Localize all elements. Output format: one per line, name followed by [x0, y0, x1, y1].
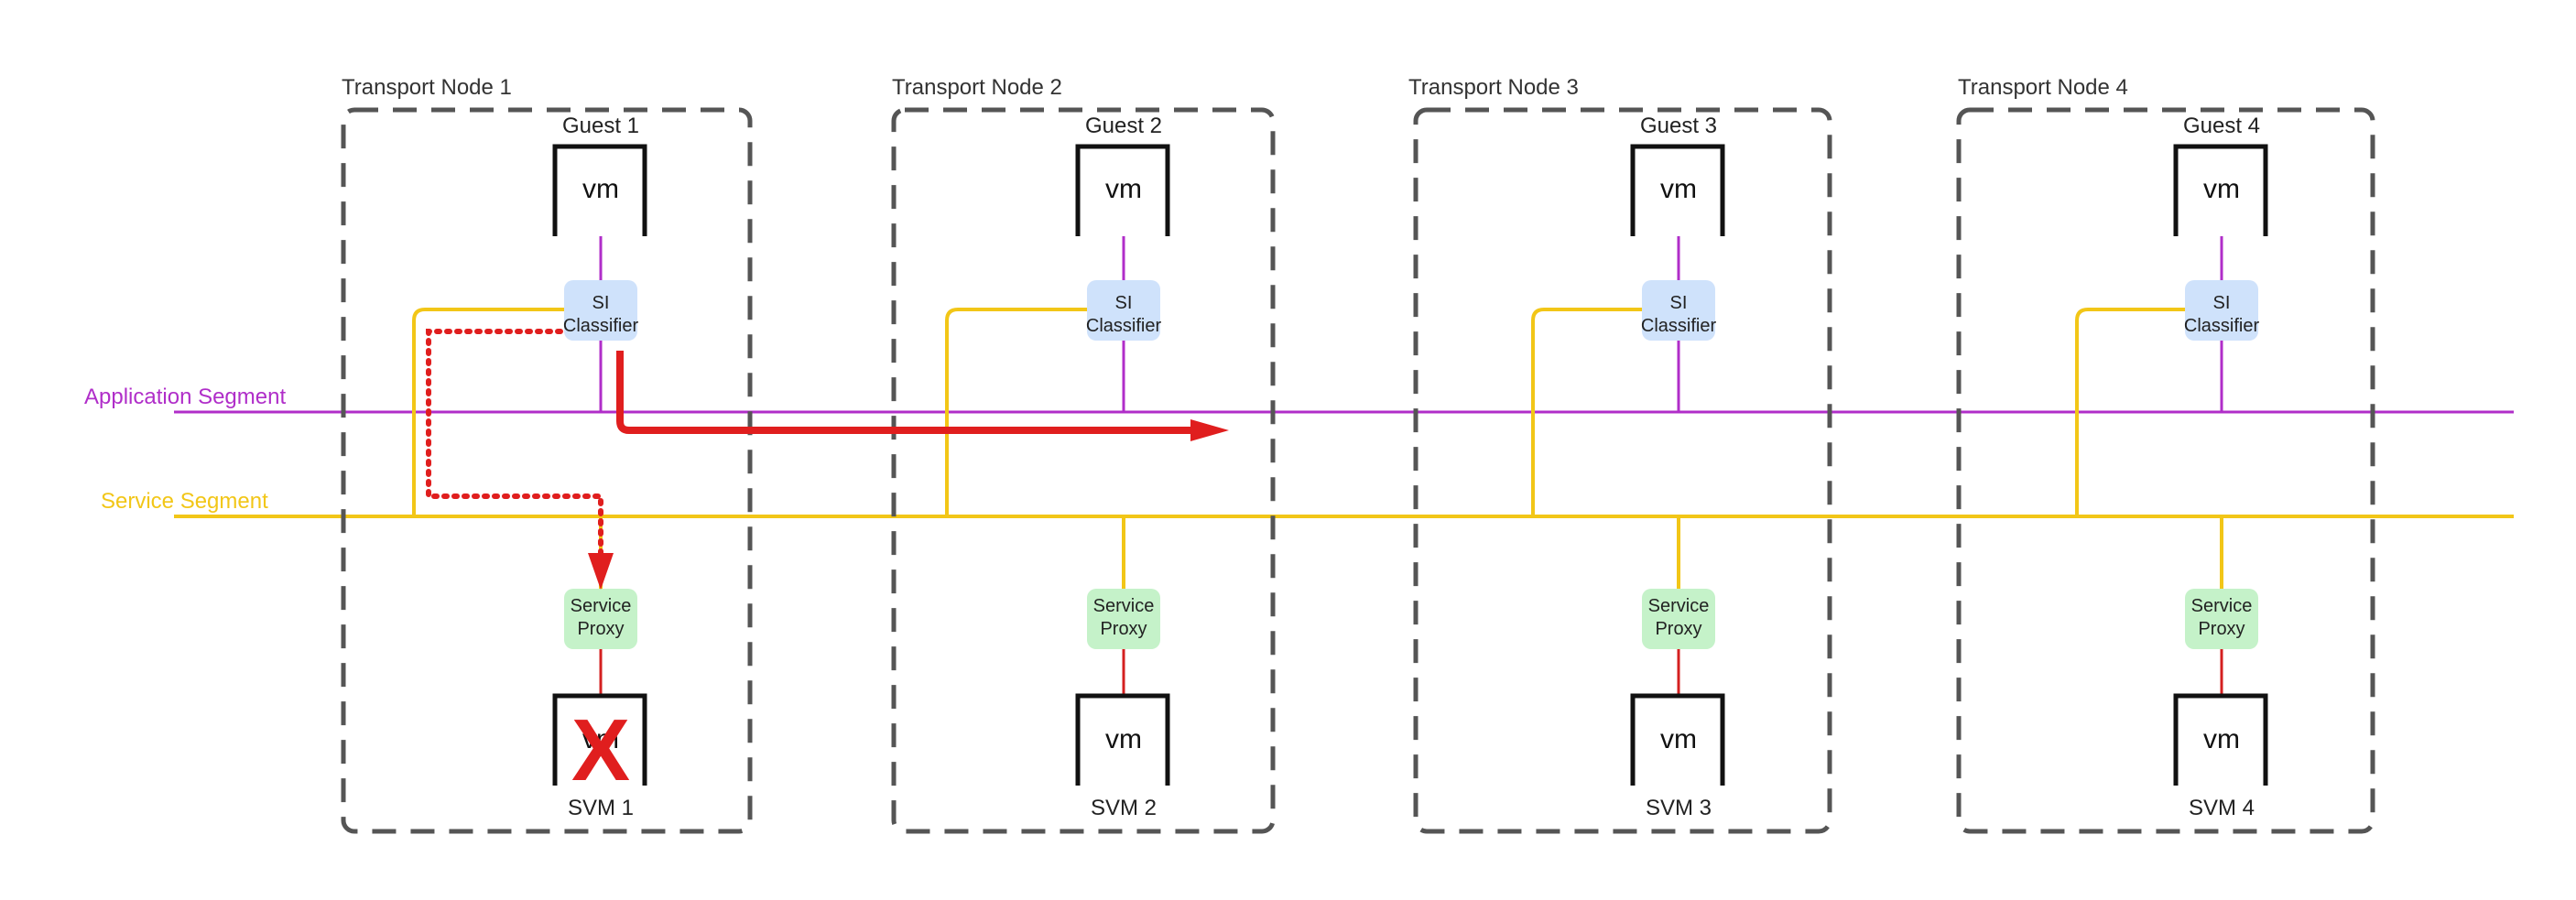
guest-vm: vm — [552, 144, 647, 236]
service-proxy-label-line2: Proxy — [2198, 619, 2244, 639]
guest-vm: vm — [2173, 144, 2268, 236]
service-segment-label: Service Segment — [101, 489, 268, 514]
service-proxy-label-line2: Proxy — [577, 619, 624, 639]
vm-box — [2176, 696, 2266, 784]
guest-vm-label: vm — [582, 174, 619, 204]
si-classifier-label-line2: Classifier — [563, 316, 639, 336]
vm-box-border — [2173, 144, 2268, 236]
service-proxy-label-line1: Service — [571, 596, 632, 616]
si-classifier-label-line1: SI — [2213, 293, 2231, 313]
vm-box — [1633, 696, 1723, 784]
si-classifier-label-line2: Classifier — [1641, 316, 1717, 336]
service-proxy-chip — [1087, 589, 1160, 649]
guest-vm: vm — [1630, 144, 1725, 236]
vm-box-border — [1630, 144, 1725, 236]
redirect-arrow-head — [1190, 419, 1229, 441]
classifier-to-service-segment-link — [2075, 308, 2185, 516]
si-classifier: SI Classifier — [2184, 280, 2260, 341]
transport-node-boundary — [891, 107, 1276, 834]
svm-title: SVM 2 — [1091, 796, 1157, 820]
svm-vm-label: vm — [582, 724, 619, 754]
svm-vm-label: vm — [1660, 724, 1697, 754]
vm-box-border — [1630, 693, 1725, 786]
si-classifier: SI Classifier — [563, 280, 639, 341]
service-proxy-chip — [2185, 589, 2258, 649]
transport-node-title: Transport Node 2 — [892, 75, 1062, 100]
vm-box-border — [552, 693, 647, 786]
redirect-arrow-line — [616, 351, 1190, 434]
guest-title: Guest 3 — [1640, 114, 1717, 138]
service-proxy-label-line1: Service — [1093, 596, 1155, 616]
svm-vm-label: vm — [1105, 724, 1142, 754]
application-segment-label: Application Segment — [84, 385, 286, 409]
si-classifier-chip — [1087, 280, 1160, 341]
svm-vm: vmX — [552, 693, 647, 799]
service-proxy-label-line1: Service — [2191, 596, 2253, 616]
si-classifier-chip — [564, 280, 637, 341]
classifier-to-service-segment-link — [412, 308, 564, 516]
si-classifier-label-line2: Classifier — [1086, 316, 1162, 336]
svm-vm-label: vm — [2203, 724, 2240, 754]
si-classifier: SI Classifier — [1086, 280, 1162, 341]
transport-node-boundary — [341, 107, 753, 834]
si-classifier: SI Classifier — [1641, 280, 1717, 341]
service-proxy-label-line2: Proxy — [1655, 619, 1701, 639]
transport-node-title: Transport Node 3 — [1408, 75, 1579, 100]
guest-title: Guest 2 — [1085, 114, 1162, 138]
si-classifier-chip — [1642, 280, 1715, 341]
si-classifier-label-line2: Classifier — [2184, 316, 2260, 336]
service-proxy-label-line1: Service — [1648, 596, 1710, 616]
failure-x-icon: X — [571, 701, 630, 799]
vm-box — [555, 696, 645, 784]
vm-box-border — [1075, 144, 1170, 236]
traffic-flow — [426, 329, 1229, 590]
vm-box — [555, 146, 645, 234]
guest-vm-label: vm — [1660, 174, 1697, 204]
si-classifier-chip — [2185, 280, 2258, 341]
transport-node-title: Transport Node 4 — [1958, 75, 2128, 100]
svm-title: SVM 1 — [568, 796, 634, 820]
transport-node-boundary — [1413, 107, 1832, 834]
svm-title: SVM 4 — [2189, 796, 2255, 820]
classifier-to-service-segment-link — [1531, 308, 1642, 516]
classifier-to-service-segment-link — [945, 308, 1087, 516]
service-proxy-label-line2: Proxy — [1100, 619, 1147, 639]
vm-box-border — [552, 144, 647, 236]
transport-node-boundary — [1956, 107, 2375, 834]
failed-path-dotted-line — [426, 329, 603, 561]
svm-title: SVM 3 — [1646, 796, 1712, 820]
vm-box — [1078, 146, 1168, 234]
vm-box-border — [2173, 693, 2268, 786]
failed-path-arrow-head — [588, 553, 614, 590]
service-proxy-chip — [564, 589, 637, 649]
vm-box-border — [1075, 693, 1170, 786]
si-classifier-label-line1: SI — [592, 293, 610, 313]
si-classifier-label-line1: SI — [1115, 293, 1133, 313]
guest-title: Guest 4 — [2183, 114, 2260, 138]
guest-vm-label: vm — [1105, 174, 1142, 204]
si-classifier-label-line1: SI — [1670, 293, 1688, 313]
vm-box — [2176, 146, 2266, 234]
service-proxy-chip — [1642, 589, 1715, 649]
guest-title: Guest 1 — [562, 114, 639, 138]
guest-vm-label: vm — [2203, 174, 2240, 204]
vm-box — [1633, 146, 1723, 234]
svm-vm: vm — [2173, 693, 2268, 786]
svm-vm: vm — [1630, 693, 1725, 786]
svm-vm: vm — [1075, 693, 1170, 786]
transport-node-title: Transport Node 1 — [342, 75, 512, 100]
guest-vm: vm — [1075, 144, 1170, 236]
vm-box — [1078, 696, 1168, 784]
